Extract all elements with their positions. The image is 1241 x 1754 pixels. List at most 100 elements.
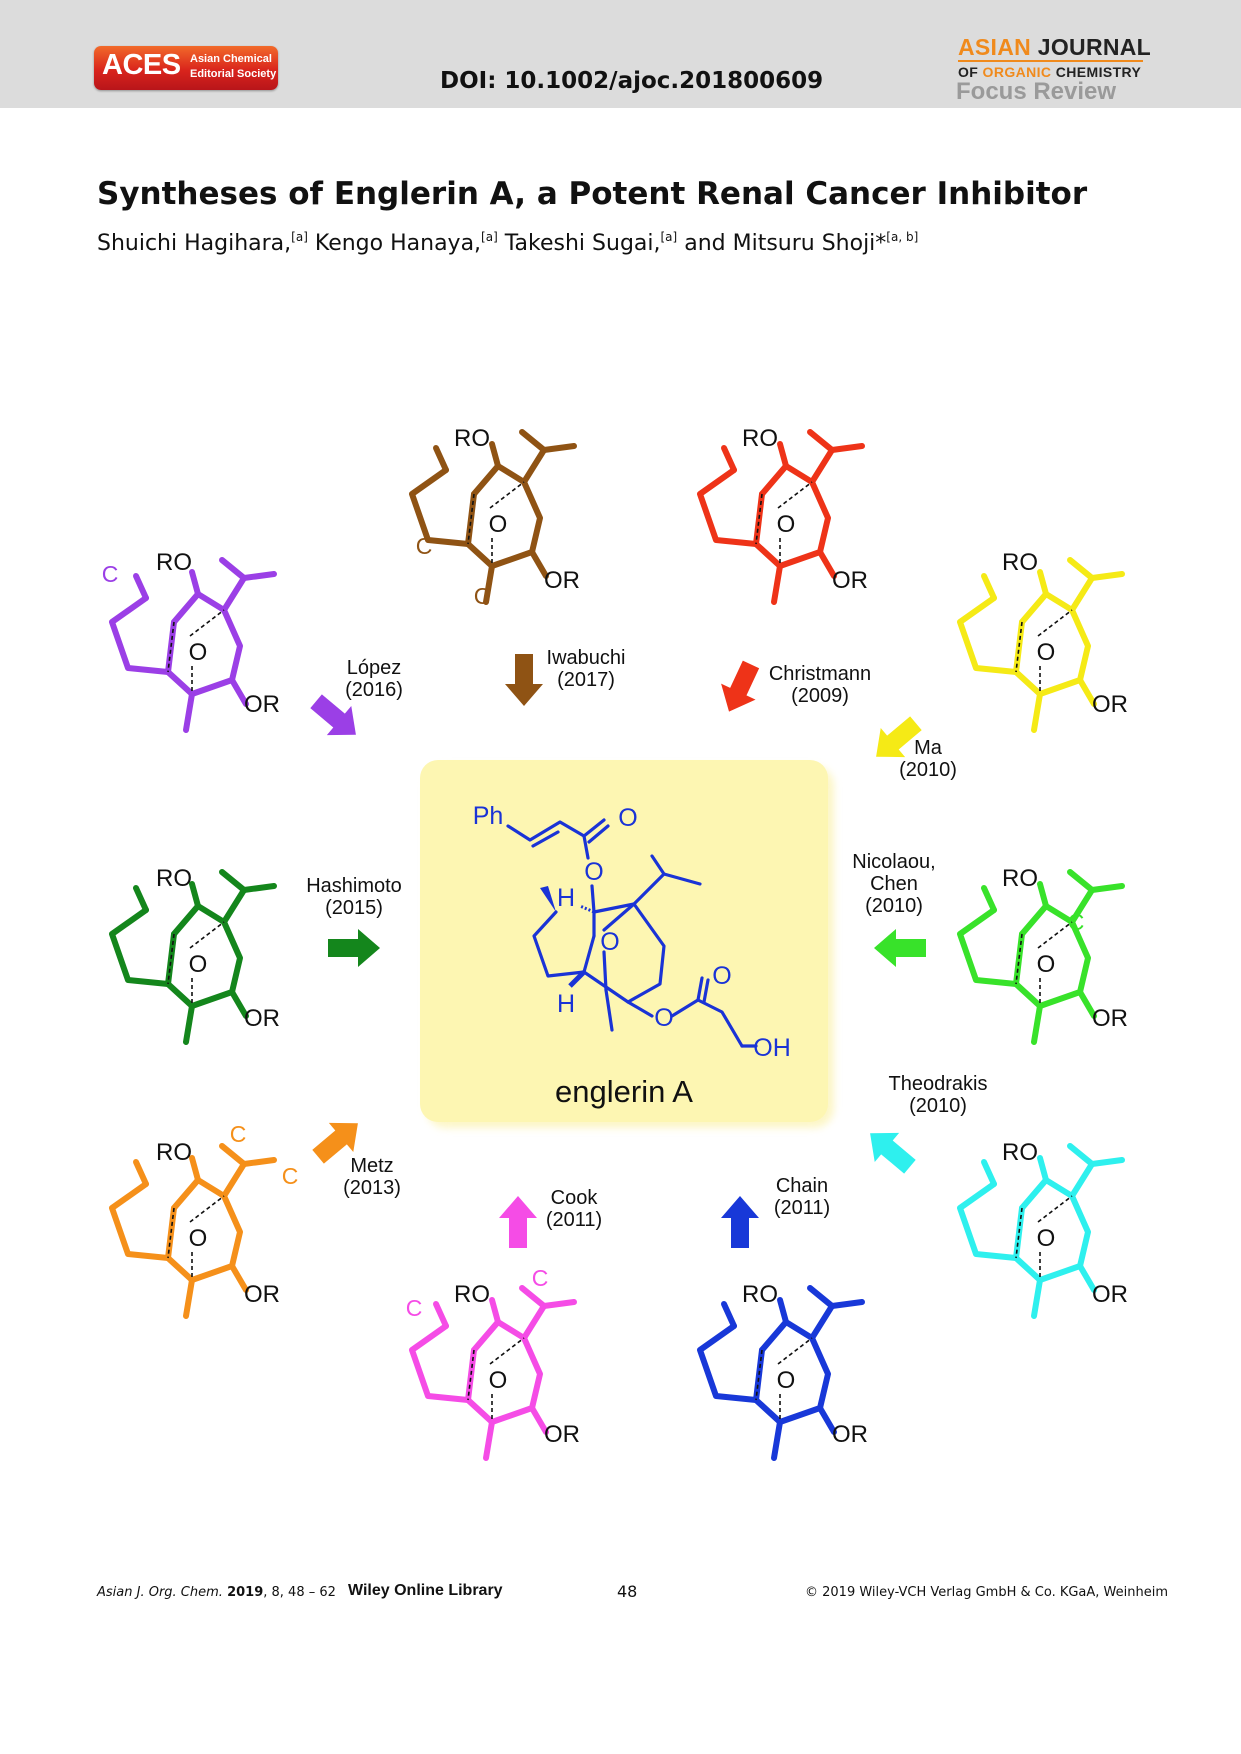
- iwabuchi-or-label: OR: [544, 567, 580, 594]
- footer-wiley-library[interactable]: Wiley Online Library: [348, 1582, 503, 1599]
- lopez-key-carbon-label: C: [102, 561, 119, 587]
- christmann-iPr1: [807, 429, 835, 453]
- ma-iPr0: [1069, 575, 1095, 613]
- hashimoto-ro-label: RO: [156, 865, 192, 892]
- hashimoto-or-bond: [229, 989, 249, 1019]
- metz-ring-dash: [167, 1207, 175, 1259]
- theodrakis-bridge-o-label: O: [1037, 1225, 1056, 1252]
- journal-word-of: OF: [958, 64, 983, 80]
- center-o-ester-label: O: [584, 858, 603, 886]
- cook-iPr1: [519, 1285, 547, 1309]
- hashimoto-iPr1: [219, 869, 247, 893]
- chain-arrow-icon: [721, 1196, 759, 1248]
- center-h-bottom-label: H: [557, 990, 575, 1018]
- lopez-arrow-shape: [310, 694, 356, 736]
- chain-iPr1: [807, 1285, 835, 1309]
- christmann-author-name: Christmann: [769, 663, 871, 685]
- cook-ro-label: RO: [454, 1281, 490, 1308]
- iwabuchi-or-bond: [529, 549, 549, 579]
- cook-ro-bond: [489, 1297, 501, 1325]
- ma-ring-dash: [1015, 621, 1023, 673]
- author-affiliation[interactable]: [a]: [481, 230, 498, 244]
- center-glycolate-carbonyl-2: [702, 978, 710, 1004]
- lopez-iPr2: [241, 571, 277, 581]
- ma-author-name: Ma: [914, 737, 943, 759]
- author-affiliation[interactable]: [a]: [291, 230, 308, 244]
- author-affiliation[interactable]: [a]: [660, 230, 678, 244]
- theodrakis-year: (2010): [909, 1095, 967, 1117]
- christmann-arrow-shape: [721, 660, 760, 712]
- author-name[interactable]: and Mitsuru Shoji*: [677, 231, 887, 256]
- author-name[interactable]: Kengo Hanaya,: [307, 231, 482, 256]
- lopez-iPr0: [221, 575, 247, 613]
- author-name[interactable]: Shuichi Hagihara,: [97, 231, 292, 256]
- metz-ring5: [109, 1181, 177, 1261]
- nicolaou-or-label: OR: [1092, 1005, 1128, 1032]
- nicolaou-ring-dash: [1015, 933, 1023, 985]
- nicolaou-or-bond: [1077, 989, 1097, 1019]
- hashimoto-or-label: OR: [244, 1005, 280, 1032]
- journal-header: ACES Asian Chemical Editorial Society DO…: [0, 0, 1241, 108]
- lopez-bridge-dash1: [189, 609, 225, 637]
- christmann-arrow-icon: [721, 660, 760, 712]
- lopez-ro-label: RO: [156, 549, 192, 576]
- metz-iPr0: [221, 1161, 247, 1199]
- chain-bridge-o-label: O: [777, 1367, 796, 1394]
- christmann-or-label: OR: [832, 567, 868, 594]
- nicolaou-ring5: [957, 907, 1025, 987]
- center-glycolate-bond: [626, 1000, 654, 1018]
- cook-author-name: Cook: [551, 1187, 599, 1209]
- nicolaou-methyl5: [981, 885, 997, 913]
- iwabuchi-bridge-dash1: [489, 481, 525, 509]
- journal-title-line2: OF ORGANIC CHEMISTRY: [958, 64, 1141, 80]
- metz-key-carbon-label: C: [230, 1121, 247, 1147]
- nicolaou-methylBot: [1031, 1003, 1043, 1045]
- doi-link[interactable]: DOI: 10.1002/ajoc.201800609: [440, 68, 824, 94]
- aces-logo[interactable]: ACES Asian Chemical Editorial Society: [94, 46, 278, 90]
- metz-year: (2013): [343, 1177, 401, 1199]
- theodrakis-ring-dash: [1015, 1207, 1023, 1259]
- iwabuchi-key-carbon-label: C: [416, 533, 433, 559]
- theodrakis-iPr2: [1089, 1157, 1125, 1167]
- theodrakis-arrow-shape: [870, 1132, 916, 1174]
- hashimoto-iPr2: [241, 883, 277, 893]
- center-o-ester2-label: O: [654, 1004, 673, 1032]
- ma-or-label: OR: [1092, 691, 1128, 718]
- chain-arrow-shape: [721, 1196, 759, 1248]
- nicolaou-arrow-icon: [874, 929, 926, 967]
- iwabuchi-key-carbon-label: C: [474, 583, 491, 609]
- hashimoto-ring-dash: [167, 933, 175, 985]
- christmann-or-bond: [817, 549, 837, 579]
- ma-or-bond: [1077, 677, 1097, 707]
- iwabuchi-arrow-shape: [505, 654, 543, 706]
- christmann-year: (2009): [791, 685, 849, 707]
- metz-author-name: Metz: [350, 1155, 393, 1177]
- chain-ring5: [697, 1323, 765, 1403]
- christmann-iPr0: [809, 447, 835, 485]
- christmann-methyl5: [721, 445, 737, 473]
- christmann-methylBot: [771, 563, 783, 605]
- aces-logo-line2: Editorial Society: [190, 68, 277, 80]
- iwabuchi-methyl5: [433, 445, 449, 473]
- footer-copyright: © 2019 Wiley-VCH Verlag GmbH & Co. KGaA,…: [805, 1585, 1169, 1600]
- cook-arrow-shape: [499, 1196, 537, 1248]
- lopez-methylBot: [183, 691, 195, 733]
- cook-methylBot: [483, 1419, 495, 1461]
- lopez-bridge-o-label: O: [189, 639, 208, 666]
- author-list: Shuichi Hagihara,[a] Kengo Hanaya,[a] Ta…: [97, 230, 918, 256]
- nicolaou-iPr1: [1067, 869, 1095, 893]
- center-ph-label: Ph: [473, 802, 504, 830]
- author-affiliation[interactable]: [a, b]: [886, 230, 919, 244]
- ma-methylBot: [1031, 691, 1043, 733]
- author-name[interactable]: Takeshi Sugai,: [497, 231, 661, 256]
- ma-arrow-icon: [876, 716, 922, 758]
- chain-year: (2011): [774, 1197, 830, 1219]
- metz-ro-label: RO: [156, 1139, 192, 1166]
- iwabuchi-ro-label: RO: [454, 425, 490, 452]
- iwabuchi-methylBot: [483, 563, 495, 605]
- cinnamate-double-bond: [531, 830, 560, 848]
